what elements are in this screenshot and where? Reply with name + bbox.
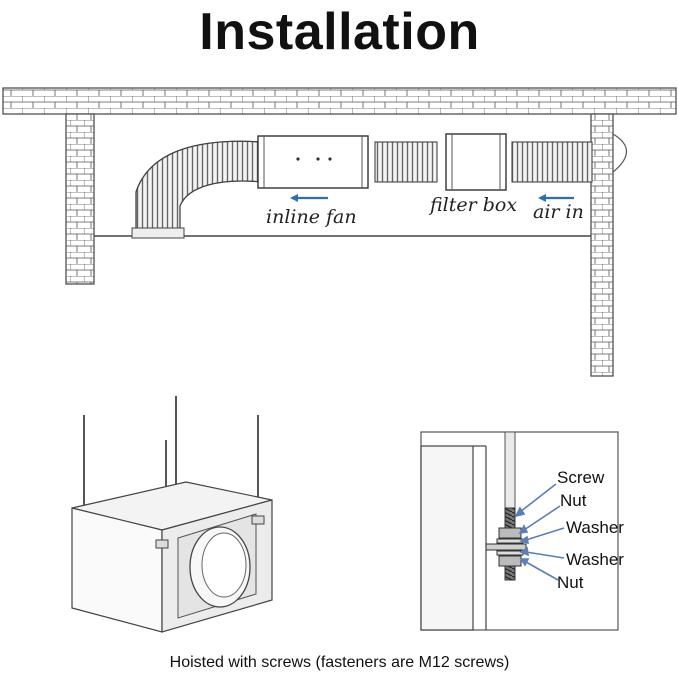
page-title: Installation (199, 3, 480, 61)
flex-duct-elbow (131, 140, 263, 239)
airflow-arrow-fan (290, 194, 328, 202)
fastener-callouts (514, 483, 565, 581)
filter-box-label: filter box (428, 194, 517, 216)
flex-duct-right (511, 141, 593, 183)
left-brick-wall (65, 113, 95, 285)
ceiling-brick (2, 87, 677, 115)
airflow-arrow-in (538, 194, 574, 202)
wall-vent-cap (612, 132, 628, 174)
nut-bottom-label: Nut (557, 573, 584, 592)
inline-fan-label: inline fan (266, 206, 357, 228)
caption-text: Hoisted with screws (fasteners are M12 s… (169, 654, 510, 671)
nut-top-label: Nut (560, 491, 587, 510)
fastener-detail-frame (420, 431, 619, 631)
washer-top-label: Washer (566, 518, 624, 537)
inline-fan-unit (257, 135, 369, 189)
hoisted-box-illustration (71, 396, 273, 633)
air-in-label: air in (533, 201, 584, 223)
filter-box-unit (445, 133, 507, 191)
right-brick-wall (590, 113, 614, 377)
screw-label: Screw (557, 468, 605, 487)
flex-duct-middle (374, 141, 438, 183)
washer-bottom-label: Washer (566, 550, 624, 569)
